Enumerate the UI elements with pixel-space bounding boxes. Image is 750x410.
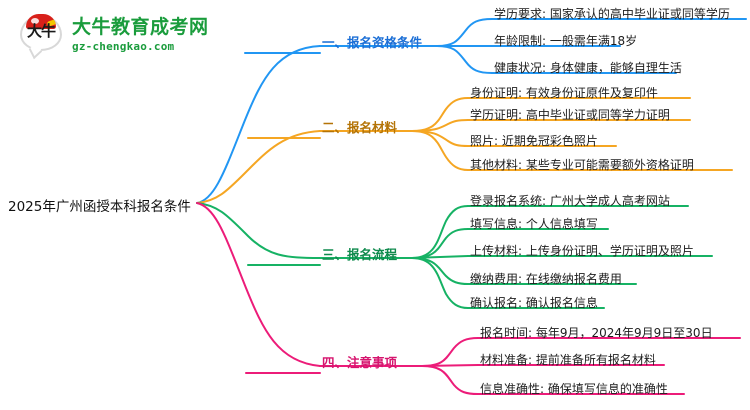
branch-node-4[interactable]: 四、注意事项 [322,355,398,370]
leaf-node-3-1[interactable]: 登录报名系统: 广州大学成人高考网站 [470,194,670,208]
link-root-branch-1 [196,45,321,204]
link-b3-leaf-1 [411,205,469,259]
logo-title: 大牛教育成考网 [72,16,209,38]
leaf-node-2-3[interactable]: 照片: 近期免冠彩色照片 [470,134,598,148]
link-b4-leaf-2 [421,364,479,367]
link-b2-leaf-4 [411,130,469,171]
link-b3-leaf-5 [411,257,469,309]
link-b1-leaf-1 [436,18,493,47]
link-b3-leaf-4 [411,257,469,285]
link-b2-leaf-1 [411,97,469,132]
leaf-node-3-2[interactable]: 填写信息: 个人信息填写 [470,217,598,231]
branch-node-1[interactable]: 一、报名资格条件 [322,35,423,50]
leaf-node-4-1[interactable]: 报名时间: 每年9月，2024年9月9日至30日 [480,326,713,340]
leaf-node-4-3[interactable]: 信息准确性: 确保填写信息的准确性 [480,382,668,396]
leaf-node-1-2[interactable]: 年龄限制: 一般需年满18岁 [494,34,638,48]
leaf-node-3-5[interactable]: 确认报名: 确认报名信息 [470,296,598,310]
leaf-node-2-1[interactable]: 身份证明: 有效身份证原件及复印件 [470,86,658,100]
link-root-branch-2 [196,130,321,204]
leaf-node-4-2[interactable]: 材料准备: 提前准备所有报名材料 [480,353,656,367]
link-b2-leaf-2 [411,119,469,132]
red-cap-shape [26,14,56,29]
leaf-node-3-3[interactable]: 上传材料: 上传身份证明、学历证明及照片 [470,244,694,258]
branch-node-2[interactable]: 二、报名材料 [322,120,398,135]
link-root-branch-4 [196,202,321,367]
logo-mark-text: 大牛 [26,22,56,40]
mindmap-root-node[interactable]: 2025年广州函授本科报名条件 [8,199,191,215]
leaf-node-2-4[interactable]: 其他材料: 某些专业可能需要额外资格证明 [470,158,694,172]
leaf-node-3-4[interactable]: 缴纳费用: 在线缴纳报名费用 [470,272,622,286]
logo-text-block: 大牛教育成考网 gz-chengkao.com [72,16,209,53]
logo-bubble-icon: 大牛 [18,13,64,57]
link-b4-leaf-3 [421,365,479,395]
site-logo: 大牛 大牛教育成考网 gz-chengkao.com [18,10,228,60]
link-b4-leaf-1 [421,337,479,367]
leaf-node-1-1[interactable]: 学历要求: 国家承认的高中毕业证或同等学历 [494,7,730,21]
link-b3-leaf-3 [411,255,469,259]
link-b2-leaf-3 [411,130,469,147]
link-b1-leaf-3 [436,45,493,74]
branch-node-3[interactable]: 三、报名流程 [322,247,398,262]
logo-subtitle: gz-chengkao.com [72,40,175,53]
leaf-node-1-3[interactable]: 健康状况: 身体健康，能够自理生活 [494,61,682,75]
leaf-node-2-2[interactable]: 学历证明: 高中毕业证或同等学力证明 [470,108,670,122]
link-root-branch-3 [196,202,321,259]
link-b3-leaf-2 [411,228,469,259]
